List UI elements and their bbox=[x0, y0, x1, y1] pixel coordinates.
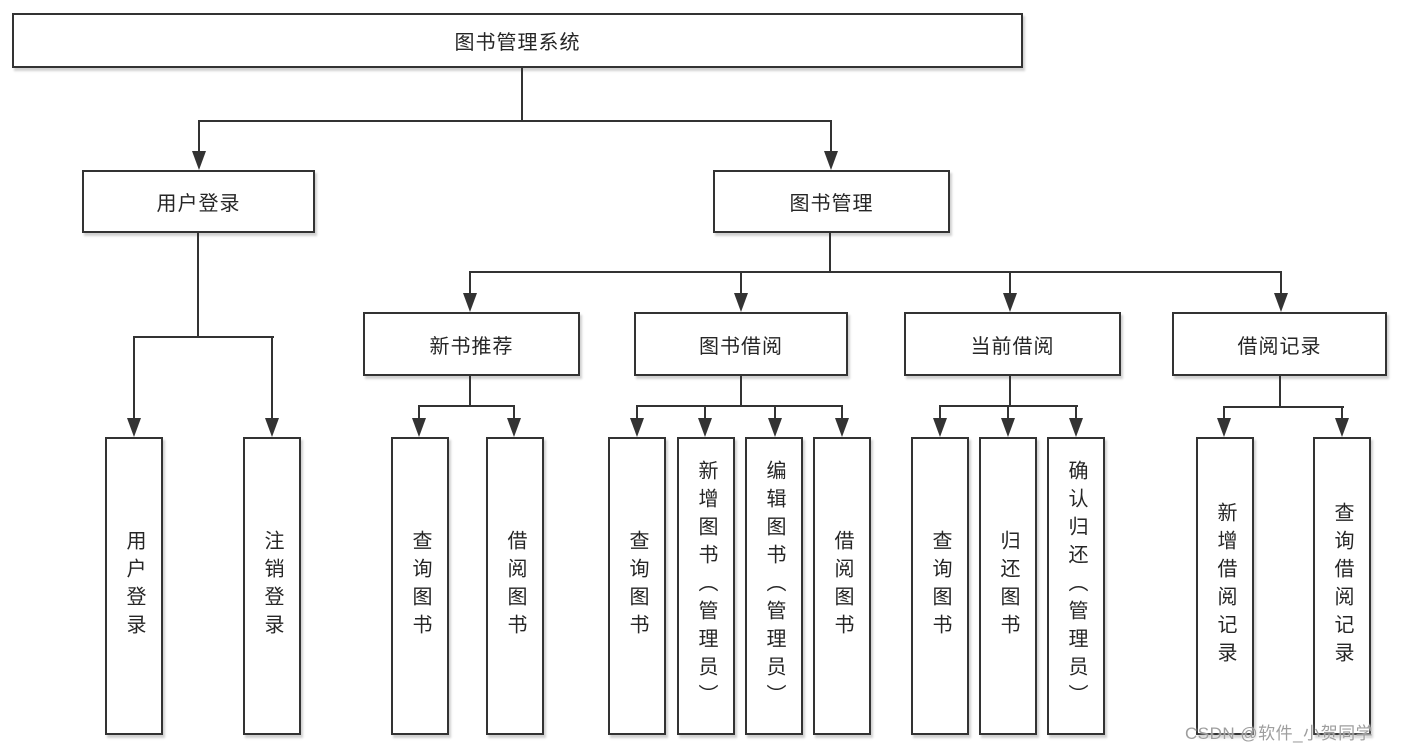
leaf-user-login-label: 用户登录 bbox=[123, 530, 145, 642]
leaf-borrow-books-2-label: 借阅图书 bbox=[831, 530, 853, 642]
leaf-edit-book-admin-label: 编辑图书（管理员） bbox=[763, 460, 785, 712]
connector-book-mgmt-branch bbox=[469, 271, 1282, 273]
node-user-login: 用户登录 bbox=[82, 170, 315, 233]
arrow-to-user-login bbox=[192, 120, 206, 170]
node-current-borrowing-label: 当前借阅 bbox=[970, 335, 1055, 358]
leaf-confirm-return-admin: 确认归还（管理员） bbox=[1047, 437, 1105, 735]
leaf-query-books-2: 查询图书 bbox=[608, 437, 666, 735]
connector-new-book-stem bbox=[469, 376, 471, 407]
connector-current-borrowing-stem bbox=[1009, 376, 1011, 407]
arrow-to-new-book-recommend bbox=[463, 271, 477, 312]
arrow-to-query-books-2 bbox=[630, 405, 644, 437]
leaf-borrow-books-1: 借阅图书 bbox=[486, 437, 544, 735]
node-user-login-label: 用户登录 bbox=[156, 193, 241, 215]
connector-book-borrowing-branch bbox=[636, 405, 842, 407]
node-current-borrowing: 当前借阅 bbox=[904, 312, 1121, 376]
node-book-borrowing-label: 图书借阅 bbox=[699, 335, 783, 358]
leaf-edit-book-admin: 编辑图书（管理员） bbox=[745, 437, 803, 735]
arrow-to-borrow-books-1 bbox=[507, 405, 521, 437]
node-root-label: 图书管理系统 bbox=[454, 32, 581, 54]
leaf-query-books-1: 查询图书 bbox=[391, 437, 449, 735]
leaf-add-borrow-record: 新增借阅记录 bbox=[1196, 437, 1254, 735]
arrow-to-book-borrowing bbox=[734, 271, 748, 312]
node-book-management: 图书管理 bbox=[713, 170, 950, 233]
arrow-to-add-borrow-record bbox=[1217, 406, 1231, 437]
connector-new-book-branch bbox=[418, 405, 515, 407]
leaf-query-books-2-label: 查询图书 bbox=[626, 530, 648, 642]
arrow-to-current-borrowing bbox=[1003, 271, 1017, 312]
node-new-book-recommend: 新书推荐 bbox=[363, 312, 580, 376]
node-book-borrowing: 图书借阅 bbox=[634, 312, 848, 376]
arrow-to-confirm-return bbox=[1069, 405, 1083, 437]
leaf-add-book-admin-label: 新增图书（管理员） bbox=[695, 460, 717, 712]
arrow-to-book-management bbox=[824, 120, 838, 170]
node-book-management-label: 图书管理 bbox=[789, 193, 874, 215]
connector-root-stem bbox=[521, 68, 523, 122]
connector-book-mgmt-stem bbox=[829, 233, 831, 273]
leaf-logout-label: 注销登录 bbox=[261, 530, 283, 642]
arrow-to-borrow-books-2 bbox=[835, 405, 849, 437]
csdn-watermark: CSDN @软件_小贺同学 bbox=[1185, 724, 1374, 743]
connector-book-borrowing-stem bbox=[740, 376, 742, 407]
leaf-query-books-1-label: 查询图书 bbox=[409, 530, 431, 642]
leaf-logout: 注销登录 bbox=[243, 437, 301, 735]
arrow-to-logout-leaf bbox=[265, 336, 279, 437]
arrow-to-user-login-leaf bbox=[127, 336, 141, 437]
connector-borrowing-records-stem bbox=[1279, 376, 1281, 408]
arrow-to-query-books-1 bbox=[412, 405, 426, 437]
leaf-query-borrow-record: 查询借阅记录 bbox=[1313, 437, 1371, 735]
arrow-to-add-book bbox=[698, 405, 712, 437]
arrow-to-edit-book bbox=[768, 405, 782, 437]
leaf-query-borrow-record-label: 查询借阅记录 bbox=[1331, 502, 1353, 670]
node-borrowing-records: 借阅记录 bbox=[1172, 312, 1387, 376]
connector-user-login-branch bbox=[133, 336, 274, 338]
leaf-confirm-return-admin-label: 确认归还（管理员） bbox=[1065, 460, 1087, 712]
node-borrowing-records-label: 借阅记录 bbox=[1237, 335, 1322, 358]
leaf-return-book-label: 归还图书 bbox=[997, 530, 1019, 642]
leaf-borrow-books-2: 借阅图书 bbox=[813, 437, 871, 735]
leaf-return-book: 归还图书 bbox=[979, 437, 1037, 735]
arrow-to-query-borrow-record bbox=[1335, 406, 1349, 437]
connector-borrowing-records-branch bbox=[1223, 406, 1344, 408]
arrow-to-borrowing-records bbox=[1274, 271, 1288, 312]
leaf-user-login: 用户登录 bbox=[105, 437, 163, 735]
node-new-book-recommend-label: 新书推荐 bbox=[429, 335, 514, 358]
leaf-borrow-books-1-label: 借阅图书 bbox=[504, 530, 526, 642]
arrow-to-query-books-3 bbox=[933, 405, 947, 437]
arrow-to-return-book bbox=[1001, 405, 1015, 437]
leaf-query-books-3-label: 查询图书 bbox=[929, 530, 951, 642]
leaf-query-books-3: 查询图书 bbox=[911, 437, 969, 735]
leaf-add-borrow-record-label: 新增借阅记录 bbox=[1214, 502, 1236, 670]
node-root: 图书管理系统 bbox=[12, 13, 1023, 68]
connector-root-branch bbox=[198, 120, 832, 122]
leaf-add-book-admin: 新增图书（管理员） bbox=[677, 437, 735, 735]
connector-user-login-stem bbox=[197, 233, 199, 338]
